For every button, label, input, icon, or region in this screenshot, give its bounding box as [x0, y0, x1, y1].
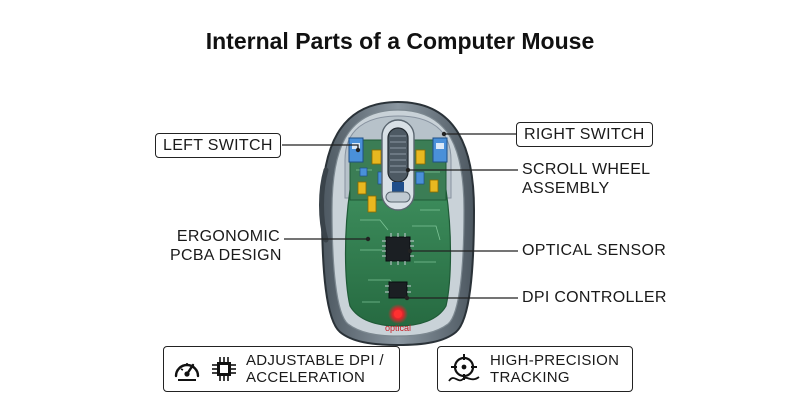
- label-right-switch: RIGHT SWITCH: [516, 122, 653, 147]
- feature-line1: HIGH-PRECISION: [490, 352, 620, 369]
- feature-badge-high-precision: HIGH-PRECISION TRACKING: [437, 346, 633, 392]
- speedometer-icon: [174, 363, 200, 381]
- capacitors: [357, 149, 439, 213]
- optical-sensor-chip: [385, 236, 411, 262]
- right-switch-part: [432, 137, 448, 163]
- label-scroll-wheel-line1: SCROLL WHEEL: [522, 161, 651, 178]
- label-scroll-wheel: SCROLL WHEEL ASSEMBLY: [522, 160, 650, 198]
- feature-text-high-precision: HIGH-PRECISION TRACKING: [490, 352, 619, 386]
- led-text: optical: [385, 323, 411, 333]
- side-grip: [319, 167, 329, 243]
- label-ergonomic-pcba: ERGONOMIC PCBA DESIGN: [170, 227, 282, 265]
- chip-icon: [212, 357, 236, 381]
- diagram-title: Internal Parts of a Computer Mouse: [205, 28, 595, 54]
- label-ergonomic-line1: ERGONOMIC: [176, 228, 280, 245]
- label-left-switch: LEFT SWITCH: [155, 133, 281, 158]
- dpi-controller-chip: [388, 281, 408, 299]
- feature-line2: TRACKING: [490, 369, 570, 386]
- label-scroll-wheel-line2: ASSEMBLY: [522, 180, 610, 197]
- leader-dots: [355, 131, 447, 301]
- led-core: [394, 310, 402, 318]
- feature-badge-adjustable-dpi: ADJUSTABLE DPI / ACCELERATION: [163, 346, 400, 392]
- feature-text-adjustable-dpi: ADJUSTABLE DPI / ACCELERATION: [246, 352, 384, 386]
- leader-lines: [282, 133, 518, 299]
- crosshair-icon: [448, 354, 480, 382]
- label-optical-sensor: OPTICAL SENSOR: [522, 242, 667, 259]
- feature-line1: ADJUSTABLE DPI /: [246, 352, 384, 369]
- label-dpi-controller: DPI CONTROLLER: [522, 289, 667, 306]
- label-ergonomic-line2: PCBA DESIGN: [170, 247, 282, 264]
- feature-line2: ACCELERATION: [246, 369, 366, 386]
